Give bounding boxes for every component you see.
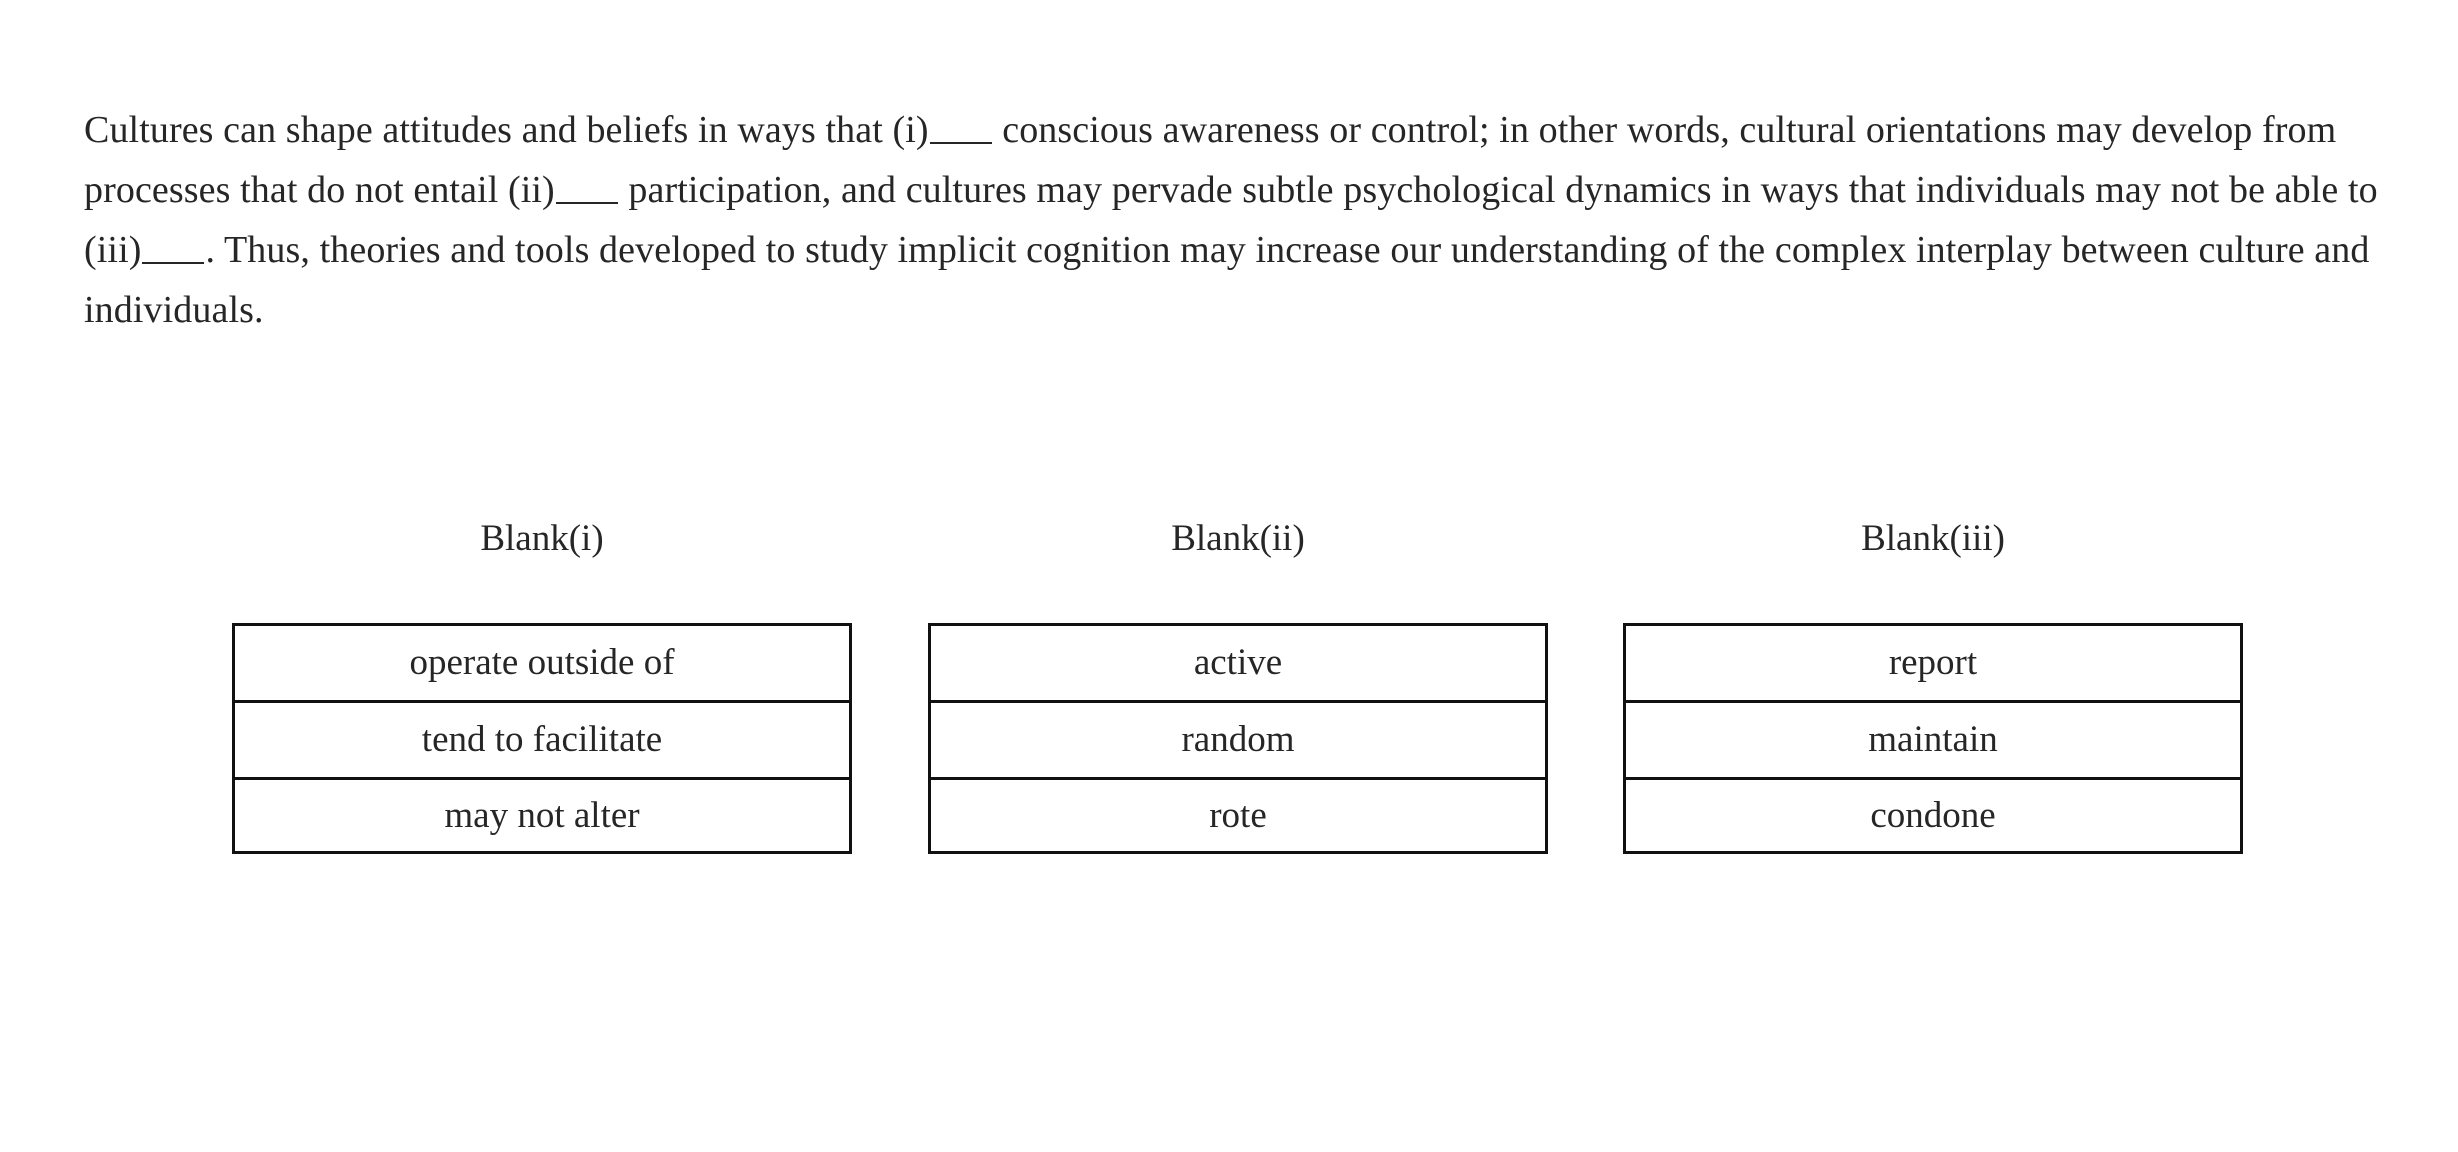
answer-column-blank-iii: Blank(iii) report maintain condone: [1623, 517, 2243, 854]
passage-segment-2: conscious awareness or control; in other…: [84, 109, 2337, 211]
option-blank-iii-3[interactable]: condone: [1623, 777, 2243, 854]
option-label: condone: [1870, 794, 1996, 836]
option-label: rote: [1209, 794, 1267, 836]
passage-text: Cultures can shape attitudes and beliefs…: [84, 100, 2394, 340]
option-blank-ii-3[interactable]: rote: [928, 777, 1548, 854]
blank-iii-underline: [142, 236, 205, 264]
column-heading-blank-i: Blank(i): [480, 518, 604, 559]
option-label: operate outside of: [409, 642, 675, 683]
option-blank-iii-2[interactable]: maintain: [1623, 700, 2243, 777]
answer-column-blank-i: Blank(i) operate outside of tend to faci…: [232, 517, 852, 854]
option-label: tend to facilitate: [421, 719, 663, 760]
option-blank-iii-1[interactable]: report: [1623, 623, 2243, 700]
option-blank-ii-1[interactable]: active: [928, 623, 1548, 700]
passage-segment-3: participation, and cultures may pervade …: [84, 169, 2378, 271]
passage-segment-1: Cultures can shape attitudes and beliefs…: [84, 109, 929, 151]
option-label: maintain: [1868, 719, 1998, 760]
blank-ii-underline: [555, 176, 618, 204]
option-label: may not alter: [444, 794, 640, 836]
passage-segment-4: . Thus, theories and tools developed to …: [84, 229, 2370, 331]
blank-i-underline: [929, 116, 992, 144]
option-blank-i-3[interactable]: may not alter: [232, 777, 852, 854]
option-blank-i-1[interactable]: operate outside of: [232, 623, 852, 700]
option-blank-i-2[interactable]: tend to facilitate: [232, 700, 852, 777]
option-label: report: [1888, 642, 1978, 683]
answer-column-blank-ii: Blank(ii) active random rote: [928, 517, 1548, 854]
column-heading-blank-ii: Blank(ii): [1171, 518, 1305, 559]
option-label: random: [1181, 719, 1295, 760]
option-blank-ii-2[interactable]: random: [928, 700, 1548, 777]
column-heading-blank-iii: Blank(iii): [1861, 518, 2005, 559]
option-label: active: [1193, 642, 1283, 683]
